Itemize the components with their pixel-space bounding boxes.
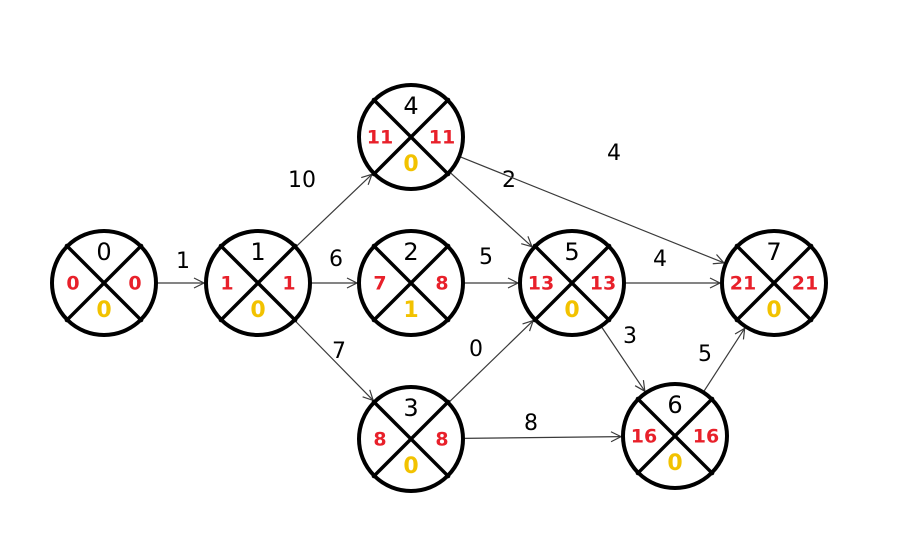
node-5: 5 13 13 0	[518, 229, 626, 337]
node-late-time: 21	[792, 273, 818, 295]
edge-1-4: 10	[288, 168, 373, 248]
edge-1-3: 7	[293, 319, 375, 402]
node-number: 6	[667, 391, 682, 419]
edge-weight: 4	[607, 141, 621, 166]
node-reserve: 0	[96, 298, 111, 323]
edge-5-7: 4	[624, 247, 722, 289]
node-early-time: 8	[373, 429, 386, 451]
node-4: 4 11 11 0	[357, 83, 465, 191]
node-reserve: 0	[766, 298, 781, 323]
node-late-time: 13	[590, 273, 616, 295]
edge-5-6: 3	[600, 324, 646, 393]
edge-weight: 1	[176, 249, 190, 274]
node-early-time: 0	[66, 273, 79, 295]
node-reserve: 0	[667, 451, 682, 476]
node-number: 4	[403, 92, 418, 120]
node-late-time: 1	[282, 273, 295, 295]
node-divider	[64, 243, 144, 323]
edge-0-1: 1	[156, 249, 206, 289]
edge-weight: 2	[502, 168, 516, 193]
edge-line	[459, 155, 725, 264]
node-6: 6 16 16 0	[621, 382, 729, 490]
node-2: 27 81	[357, 229, 465, 337]
edge-weight: 5	[698, 342, 712, 367]
edge-weight: 6	[329, 247, 343, 272]
node-divider	[532, 243, 612, 323]
edge-2-5: 5	[463, 245, 520, 289]
node-reserve: 0	[250, 298, 265, 323]
arrowhead-icon	[610, 431, 623, 443]
node-late-time: 11	[429, 127, 455, 149]
node-number: 0	[96, 238, 111, 266]
edge-line	[447, 320, 534, 404]
node-early-time: 7	[373, 273, 386, 295]
node-late-time: 0	[128, 273, 141, 295]
node-divider	[371, 399, 451, 479]
node-divider	[734, 243, 814, 323]
node-number: 5	[564, 238, 579, 266]
edge-weight: 4	[653, 247, 667, 272]
edge-line	[449, 171, 533, 248]
edge-6-7: 5	[698, 327, 746, 393]
node-divider	[635, 396, 715, 476]
edge-line	[600, 325, 646, 392]
node-divider	[371, 243, 451, 323]
edge-3-6: 8	[462, 411, 623, 443]
edge-line	[462, 436, 622, 440]
arrowhead-icon	[521, 236, 533, 248]
edge-weight: 3	[623, 324, 637, 349]
node-early-time: 11	[367, 127, 393, 149]
edge-weight: 0	[469, 337, 483, 362]
edge-4-5: 2	[449, 168, 533, 248]
node-early-time: 1	[220, 273, 233, 295]
node-number: 2	[403, 238, 418, 266]
node-reserve: 0	[403, 152, 418, 177]
node-divider	[218, 243, 298, 323]
node-number: 3	[403, 394, 418, 422]
edge-line	[702, 328, 746, 393]
node-3: 38 80	[357, 385, 465, 493]
edge-line	[295, 173, 373, 248]
node-late-time: 8	[435, 273, 448, 295]
node-number: 1	[250, 238, 265, 266]
node-late-time: 8	[435, 429, 448, 451]
node-early-time: 21	[730, 273, 756, 295]
node-reserve: 1	[403, 298, 418, 323]
arrowhead-icon	[734, 327, 746, 340]
node-7: 7 21 21 0	[720, 229, 828, 337]
edge-weight: 7	[332, 339, 346, 364]
node-divider	[371, 97, 451, 177]
edge-weight: 8	[524, 411, 538, 436]
node-reserve: 0	[403, 454, 418, 479]
node-early-time: 16	[631, 426, 657, 448]
edge-line	[293, 319, 374, 401]
node-number: 7	[766, 238, 781, 266]
edge-3-5: 0	[447, 319, 535, 404]
edge-1-2: 6	[310, 247, 359, 289]
node-reserve: 0	[564, 298, 579, 323]
edge-weight: 10	[288, 168, 316, 193]
edge-weight: 5	[479, 245, 493, 270]
node-early-time: 13	[528, 273, 554, 295]
node-late-time: 16	[693, 426, 719, 448]
